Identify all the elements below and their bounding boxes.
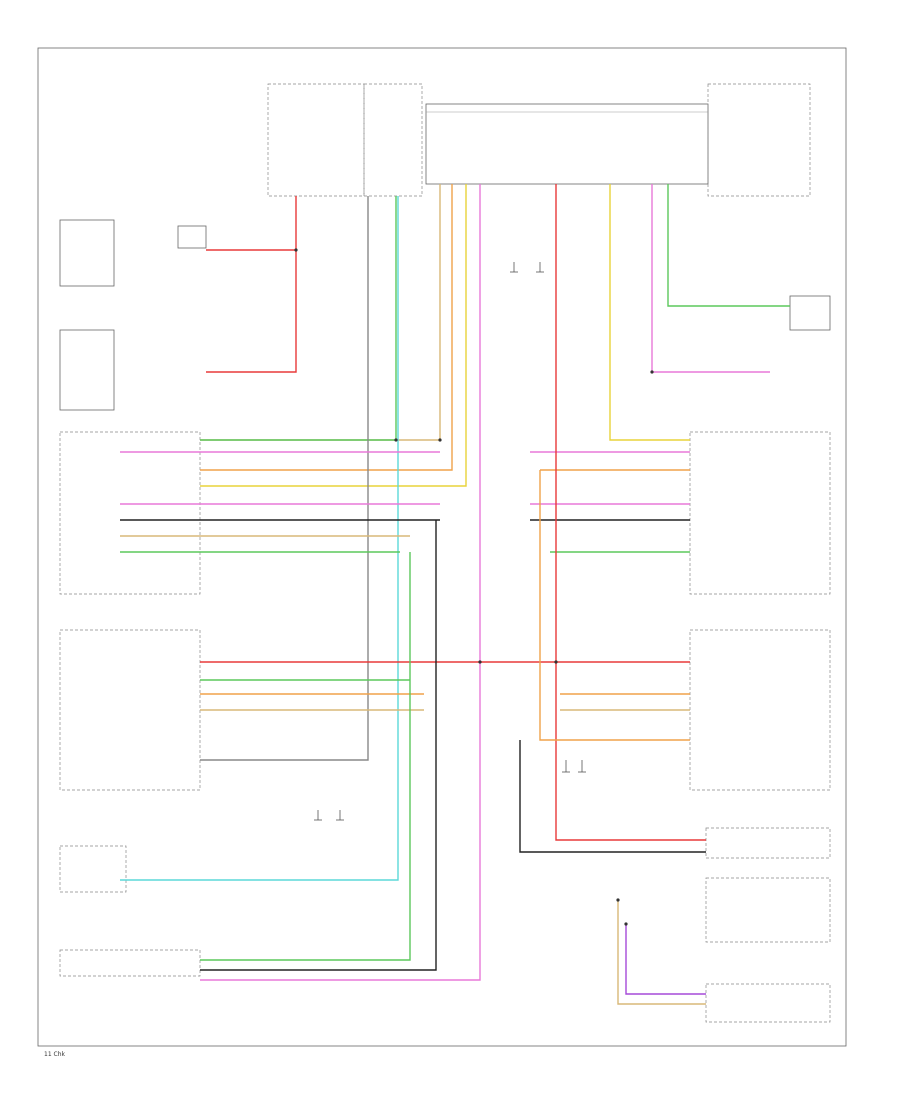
right-bottom-module-box-b — [705, 983, 831, 1023]
splice-points — [294, 248, 654, 926]
footer-code: 11 Chk — [44, 1051, 66, 1058]
wire-yellow-1 — [200, 184, 467, 487]
left-lower-switch-box — [59, 845, 127, 893]
wire-red-right-v — [555, 184, 706, 841]
diagram-frame — [37, 47, 847, 1047]
wire-black-bottom-left — [200, 520, 437, 971]
module-connector — [425, 103, 709, 185]
wire-cyan-1 — [120, 196, 399, 881]
right-door-module-box — [689, 431, 831, 595]
wire-green-right-v — [667, 184, 790, 307]
wire-tan-1 — [200, 184, 441, 441]
fuse-block-right-outline — [363, 83, 423, 197]
wire-black-bottom-right — [519, 740, 706, 853]
left-upper-switch-box — [59, 219, 115, 287]
left-mid-switch-box — [59, 329, 115, 411]
wire-orange-1 — [200, 184, 453, 471]
wire-green-bottom-left — [200, 552, 411, 961]
wire-red-power — [206, 196, 297, 251]
left-bottom-switch-box — [59, 949, 201, 977]
right-rear-door-module-box — [689, 629, 831, 791]
wire-pink-right-v — [651, 184, 770, 373]
right-lower-module-box — [705, 827, 831, 859]
wire-yellow-right — [609, 184, 690, 441]
wire-pink-1 — [200, 184, 481, 981]
ground-symbol-right — [562, 760, 586, 773]
wire-green-1 — [200, 196, 397, 441]
ground-symbol-left — [314, 810, 344, 821]
wire-orange-right-v — [539, 470, 690, 741]
module-outline-right — [707, 83, 811, 197]
wire-red-power-b — [206, 250, 297, 373]
left-upper-connector-box — [177, 225, 207, 249]
wire-tan-bottom-right — [617, 900, 706, 1005]
wire-violet-bottom-right — [625, 924, 706, 995]
right-bottom-module-box-a — [705, 877, 831, 943]
left-rear-door-module-box — [59, 629, 201, 791]
ground-symbol-top — [510, 262, 544, 273]
wire-gray-1 — [200, 196, 369, 761]
right-upper-small-box — [789, 295, 831, 331]
fuse-block-outline — [267, 83, 365, 197]
left-door-module-box — [59, 431, 201, 595]
